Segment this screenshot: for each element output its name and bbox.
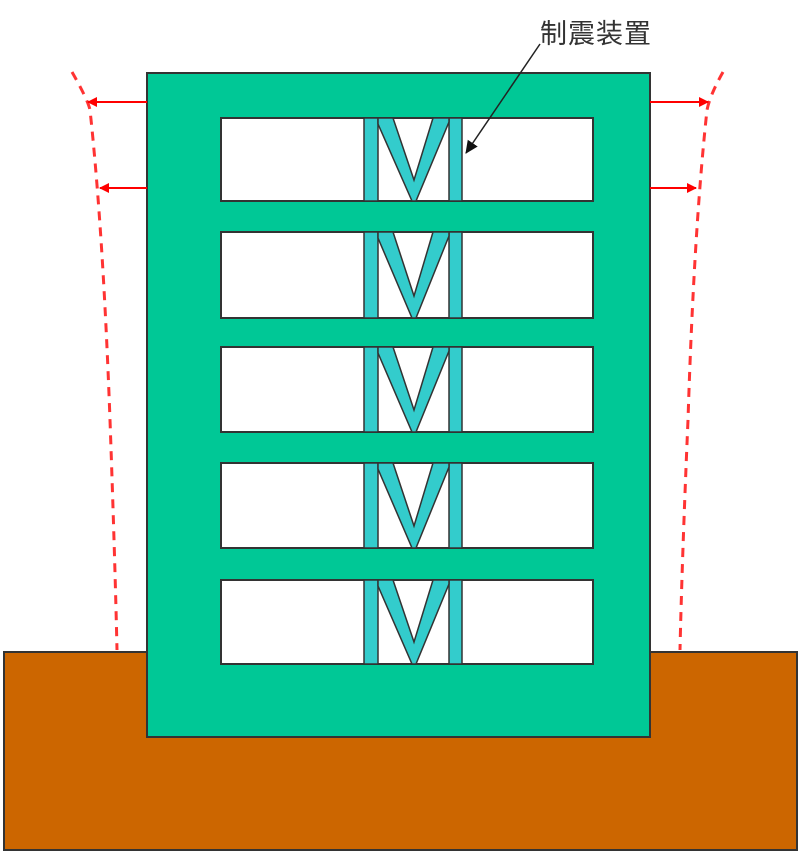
damper-column-right [448, 579, 463, 665]
v-brace-damper [377, 117, 450, 202]
floor-5 [220, 579, 594, 665]
damping-device-label: 制震装置 [540, 19, 652, 50]
damper-column-right [448, 346, 463, 433]
damper-column-left [363, 346, 379, 433]
v-brace-damper [377, 579, 450, 665]
floor-4 [220, 462, 594, 549]
v-brace-damper [377, 231, 450, 319]
floor-1 [220, 117, 594, 202]
damper-column-left [363, 231, 379, 319]
floor-2 [220, 231, 594, 319]
damper-column-right [448, 231, 463, 319]
damper-column-right [448, 462, 463, 549]
v-brace-damper [377, 346, 450, 433]
damper-column-left [363, 462, 379, 549]
v-brace-damper [377, 462, 450, 549]
damper-column-left [363, 579, 379, 665]
damper-column-right [448, 117, 463, 202]
callout-arrow [465, 43, 541, 154]
floor-3 [220, 346, 594, 433]
damper-column-left [363, 117, 379, 202]
deformation-line-left [70, 71, 119, 651]
deformation-line-right [678, 71, 725, 651]
